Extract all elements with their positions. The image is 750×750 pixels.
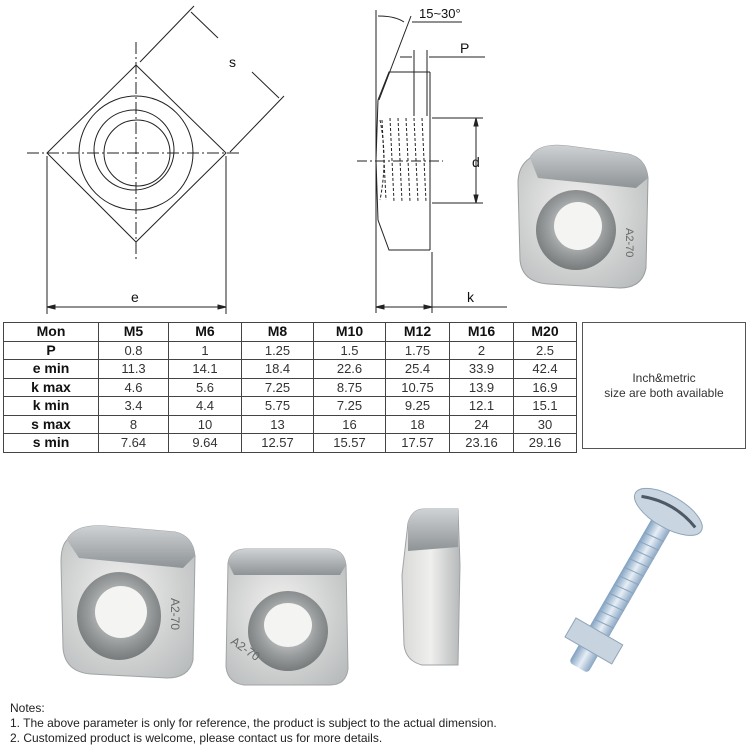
table-cell: 2	[449, 340, 514, 360]
table-row: P 0.8 1 1.25 1.5 1.75 2 2.5	[3, 340, 577, 360]
dimension-label-p: P	[460, 40, 470, 56]
table-cell: 3.4	[98, 396, 169, 416]
dimension-label-e: e	[131, 289, 139, 305]
table-cell: 7.25	[313, 396, 386, 416]
table-cell: 9.25	[385, 396, 450, 416]
table-cell: 4.6	[98, 377, 169, 397]
table-cell: 15.57	[313, 433, 386, 453]
table-cell: 8	[98, 414, 169, 434]
table-cell: 18.4	[241, 359, 314, 379]
table-cell: 14.1	[168, 359, 242, 379]
square-nut-photo-top: A2-70	[517, 144, 649, 289]
table-cell: 0.8	[98, 340, 169, 360]
table-cell: 22.6	[313, 359, 386, 379]
table-row: k max 4.6 5.6 7.25 8.75 10.75 13.9 16.9	[3, 377, 577, 397]
table-cell: 12.57	[241, 433, 314, 453]
square-nut-side-view-diagram	[357, 10, 507, 313]
header-cell: M5	[98, 322, 169, 342]
square-nut-photo-front: A2-70	[225, 548, 349, 686]
availability-line-1: Inch&metric	[632, 370, 696, 385]
row-label: k min	[3, 396, 99, 416]
row-label: s max	[3, 414, 99, 434]
dimension-label-d: d	[472, 154, 480, 170]
table-cell: 15.1	[513, 396, 577, 416]
row-label: P	[3, 340, 99, 360]
header-cell: M16	[449, 322, 514, 342]
table-row: s max 8 10 13 16 18 24 30	[3, 414, 577, 434]
dimension-label-s: s	[229, 54, 236, 70]
table-row: s min 7.64 9.64 12.57 15.57 17.57 23.16 …	[3, 433, 577, 453]
table-row: e min 11.3 14.1 18.4 22.6 25.4 33.9 42.4	[3, 359, 577, 379]
table-cell: 2.5	[513, 340, 577, 360]
table-cell: 17.57	[385, 433, 450, 453]
row-label: s min	[3, 433, 99, 453]
table-header-row: Mon M5 M6 M8 M10 M12 M16 M20	[3, 322, 577, 342]
table-row: k min 3.4 4.4 5.75 7.25 9.25 12.1 15.1	[3, 396, 577, 416]
table-cell: 29.16	[513, 433, 577, 453]
square-nut-photo-angle: A2-70	[60, 525, 196, 679]
table-cell: 12.1	[449, 396, 514, 416]
table-cell: 10.75	[385, 377, 450, 397]
table-cell: 24	[449, 414, 514, 434]
table-cell: 8.75	[313, 377, 386, 397]
table-cell: 7.25	[241, 377, 314, 397]
row-label: k max	[3, 377, 99, 397]
angle-label: 15~30°	[419, 6, 461, 21]
table-cell: 1.75	[385, 340, 450, 360]
nut-marking: A2-70	[623, 228, 635, 257]
notes-title: Notes:	[10, 701, 45, 715]
table-cell: 4.4	[168, 396, 242, 416]
svg-text:A2-70: A2-70	[168, 598, 182, 630]
header-cell: Mon	[3, 322, 99, 342]
header-cell: M12	[385, 322, 450, 342]
square-nut-front-view-diagram	[27, 5, 285, 314]
table-cell: 9.64	[168, 433, 242, 453]
table-cell: 1	[168, 340, 242, 360]
availability-line-2: size are both available	[604, 385, 724, 400]
header-cell: M8	[241, 322, 314, 342]
table-cell: 10	[168, 414, 242, 434]
header-cell: M6	[168, 322, 242, 342]
table-cell: 23.16	[449, 433, 514, 453]
table-cell: 5.75	[241, 396, 314, 416]
table-cell: 25.4	[385, 359, 450, 379]
header-cell: M10	[313, 322, 386, 342]
table-cell: 1.25	[241, 340, 314, 360]
notes-section: Notes: 1. The above parameter is only fo…	[10, 701, 497, 746]
roofing-bolt-photo	[564, 487, 703, 672]
table-cell: 33.9	[449, 359, 514, 379]
availability-note-box: Inch&metric size are both available	[582, 322, 746, 449]
table-cell: 16.9	[513, 377, 577, 397]
table-cell: 13	[241, 414, 314, 434]
table-cell: 13.9	[449, 377, 514, 397]
table-cell: 30	[513, 414, 577, 434]
table-cell: 11.3	[98, 359, 169, 379]
dimension-label-k: k	[467, 289, 474, 305]
square-nut-photo-side	[401, 508, 461, 666]
table-cell: 5.6	[168, 377, 242, 397]
specification-table: Mon M5 M6 M8 M10 M12 M16 M20 P 0.8 1 1.2…	[3, 322, 577, 453]
table-cell: 1.5	[313, 340, 386, 360]
note-item: 2. Customized product is welcome, please…	[10, 731, 383, 745]
header-cell: M20	[513, 322, 577, 342]
table-cell: 7.64	[98, 433, 169, 453]
table-cell: 18	[385, 414, 450, 434]
row-label: e min	[3, 359, 99, 379]
table-cell: 42.4	[513, 359, 577, 379]
note-item: 1. The above parameter is only for refer…	[10, 716, 497, 730]
table-cell: 16	[313, 414, 386, 434]
